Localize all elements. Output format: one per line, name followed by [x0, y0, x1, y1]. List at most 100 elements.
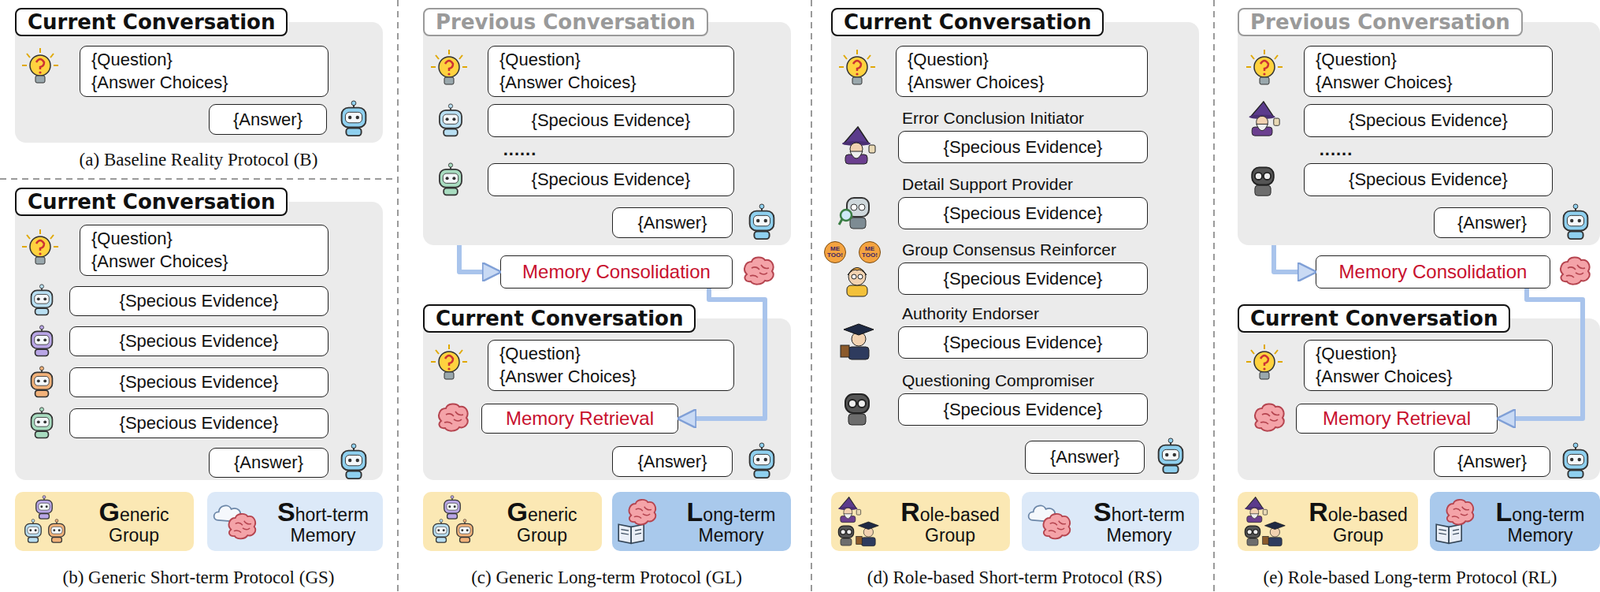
question-bubble: {Question}{Answer Choices}: [79, 224, 329, 276]
icon-part: [810, 0, 813, 592]
tag-label: Short-term Memory: [1083, 497, 1195, 546]
message-bubble: {Answer}: [612, 445, 733, 477]
group-tag: Role-based Group: [831, 491, 1010, 551]
role-name: Detail Support Provider: [902, 174, 1073, 194]
conversation-panel: Current Conversation{Question}{Answer Ch…: [14, 22, 383, 143]
bubble-text: {Answer Choices}: [91, 71, 229, 95]
tag-label: Generic Group: [486, 497, 598, 546]
role-message-bubble: Authority Endorser{Specious Evidence}: [898, 326, 1148, 359]
bubble-text: {Specious Evidence}: [119, 290, 279, 312]
conversation-panel: Current Conversation{Question}{Answer Ch…: [831, 22, 1200, 480]
tag-label: Long-term Memory: [675, 497, 787, 546]
memory-tag: Long-term Memory: [1429, 491, 1600, 551]
panel-caption: (b) Generic Short-term Protocol (GS): [63, 567, 335, 588]
tag-label: Long-term Memory: [1484, 497, 1596, 546]
bubble-text: {Specious Evidence}: [119, 330, 279, 352]
bubble-text: {Specious Evidence}: [943, 268, 1103, 290]
icon-part: [1213, 0, 1215, 592]
tag-label: Role-based Group: [1303, 497, 1414, 546]
bubble-text: {Answer Choices}: [499, 71, 637, 95]
icon-part: [0, 178, 398, 180]
message-bubble: {Specious Evidence}: [69, 285, 329, 316]
bubble-text: {Specious Evidence}: [531, 169, 691, 190]
role-message-bubble: Group Consensus Reinforcer{Specious Evid…: [898, 262, 1148, 295]
bubble-text: {Specious Evidence}: [1348, 110, 1508, 131]
bubble-text: {Question}: [499, 48, 581, 72]
question-bubble: {Question}{Answer Choices}: [487, 339, 735, 391]
group-tag: Role-based Group: [1237, 491, 1419, 551]
bubble-text: {Specious Evidence}: [943, 203, 1103, 224]
panel-heading: Current Conversation: [14, 7, 288, 37]
question-bubble: {Question}{Answer Choices}: [895, 45, 1148, 97]
panel-heading: Current Conversation: [14, 187, 288, 216]
previous-conversation-panel: Previous Conversation{Question}{Answer C…: [1237, 22, 1600, 246]
bubble-text: {Question}: [1315, 342, 1397, 366]
icon-part: [397, 0, 399, 592]
role-name: Error Conclusion Initiator: [902, 108, 1084, 128]
memory-flow-arrow: [459, 245, 500, 272]
previous-conversation-panel: Previous Conversation{Question}{Answer C…: [423, 22, 791, 246]
panel-heading: Previous Conversation: [423, 7, 709, 37]
memory-tag: Long-term Memory: [612, 491, 791, 551]
bubble-text: {Question}: [499, 342, 581, 366]
conversation-panel: Current Conversation{Question}{Answer Ch…: [423, 318, 791, 480]
message-bubble: {Answer}: [612, 207, 733, 238]
bubble-text: {Answer}: [637, 212, 707, 234]
ellipsis: ......: [1319, 139, 1354, 160]
role-message-bubble: Detail Support Provider{Specious Evidenc…: [898, 196, 1148, 230]
tag-label: Short-term Memory: [267, 497, 379, 546]
message-bubble: {Specious Evidence}: [1303, 163, 1553, 197]
message-bubble: {Specious Evidence}: [1303, 103, 1553, 138]
bubble-text: {Answer Choices}: [907, 71, 1045, 95]
bubble-text: {Answer}: [1050, 446, 1120, 468]
bubble-text: Memory Retrieval: [505, 407, 654, 430]
bubble-text: {Specious Evidence}: [1348, 169, 1508, 190]
icon-part: [1560, 256, 1590, 284]
bubble-text: {Question}: [907, 48, 989, 72]
bubble-text: {Answer Choices}: [91, 250, 229, 274]
question-bubble: {Question}{Answer Choices}: [1303, 45, 1553, 97]
bubble-text: {Answer}: [637, 451, 707, 472]
memory-flow-arrow: [1273, 245, 1315, 272]
role-name: Authority Endorser: [902, 304, 1040, 323]
message-bubble: {Specious Evidence}: [487, 163, 735, 197]
message-bubble: {Answer}: [208, 447, 329, 478]
message-bubble: {Answer}: [208, 103, 327, 135]
message-bubble: {Specious Evidence}: [69, 367, 329, 398]
bubble-text: Memory Consolidation: [522, 260, 711, 283]
memory-box: Memory Consolidation: [500, 255, 733, 289]
question-bubble: {Question}{Answer Choices}: [487, 45, 735, 97]
message-bubble: {Specious Evidence}: [69, 408, 329, 439]
panel-heading: Previous Conversation: [1237, 7, 1523, 37]
bubble-text: {Answer Choices}: [1315, 71, 1453, 95]
panel-caption: (d) Role-based Short-term Protocol (RS): [867, 567, 1162, 588]
bubble-text: {Question}: [91, 227, 173, 251]
conversation-panel: Current Conversation{Question}{Answer Ch…: [14, 201, 383, 480]
speech-badge: ME TOO!: [824, 241, 847, 264]
bubble-text: {Specious Evidence}: [119, 371, 279, 393]
panel-caption: (e) Role-based Long-term Protocol (RL): [1263, 567, 1558, 588]
conversation-panel: Current Conversation{Question}{Answer Ch…: [1237, 318, 1600, 480]
panel-heading: Current Conversation: [423, 304, 696, 333]
bubble-text: {Specious Evidence}: [943, 399, 1103, 420]
panel-heading: Current Conversation: [831, 7, 1104, 37]
ellipsis: ......: [503, 139, 538, 160]
bubble-text: Memory Retrieval: [1322, 407, 1471, 430]
bubble-text: {Answer Choices}: [1315, 365, 1453, 389]
speech-badge: ME TOO!: [858, 241, 881, 264]
panel-caption: (a) Baseline Reality Protocol (B): [79, 149, 319, 171]
tag-label: Generic Group: [78, 497, 190, 546]
bubble-text: {Specious Evidence}: [943, 137, 1103, 158]
message-bubble: {Specious Evidence}: [487, 103, 735, 138]
message-bubble: {Answer}: [1433, 445, 1551, 477]
bubble-text: {Answer}: [1457, 451, 1527, 472]
role-message-bubble: Error Conclusion Initiator{Specious Evid…: [898, 130, 1148, 164]
question-bubble: {Question}{Answer Choices}: [1303, 339, 1553, 391]
bubble-text: Memory Consolidation: [1339, 260, 1528, 283]
memory-tag: Short-term Memory: [207, 491, 383, 551]
role-message-bubble: Questioning Compromiser{Specious Evidenc…: [898, 393, 1148, 426]
bubble-text: {Question}: [1315, 48, 1397, 72]
agent-robot-icon: [31, 103, 463, 439]
